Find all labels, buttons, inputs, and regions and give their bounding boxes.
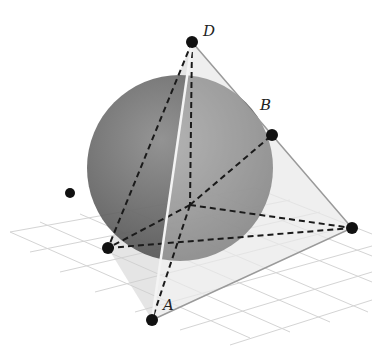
vertex-dots bbox=[65, 36, 358, 326]
visible-edges bbox=[152, 42, 192, 320]
vertex-label: A bbox=[163, 298, 174, 313]
outer-edges bbox=[152, 42, 352, 320]
vertex-label: D bbox=[203, 24, 215, 39]
vertex-label: B bbox=[260, 98, 271, 113]
front-face-overlay bbox=[152, 42, 352, 320]
hidden-edges bbox=[108, 42, 352, 320]
